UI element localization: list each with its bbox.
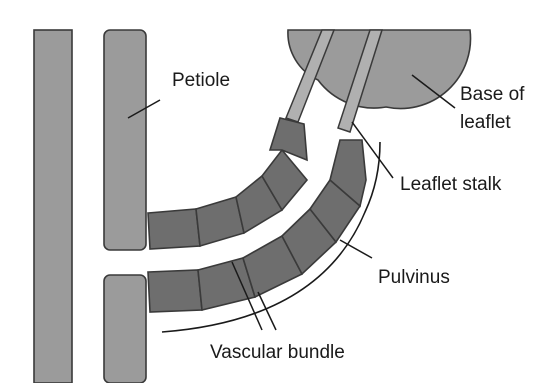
petiole-lower [104, 275, 146, 383]
petiole-upper [104, 30, 146, 250]
pulvinus-label: Pulvinus [378, 267, 450, 288]
stem-strip [34, 30, 72, 383]
leaflet-stalk-label: Leaflet stalk [400, 174, 502, 195]
vascular-bundle-label: Vascular bundle [210, 342, 345, 363]
upper-cell-arc [148, 118, 307, 249]
petiole-label: Petiole [172, 70, 230, 91]
base-of-leaflet-label-line2: leaflet [460, 112, 511, 133]
base-of-leaflet-label-line1: Base of [460, 84, 525, 105]
